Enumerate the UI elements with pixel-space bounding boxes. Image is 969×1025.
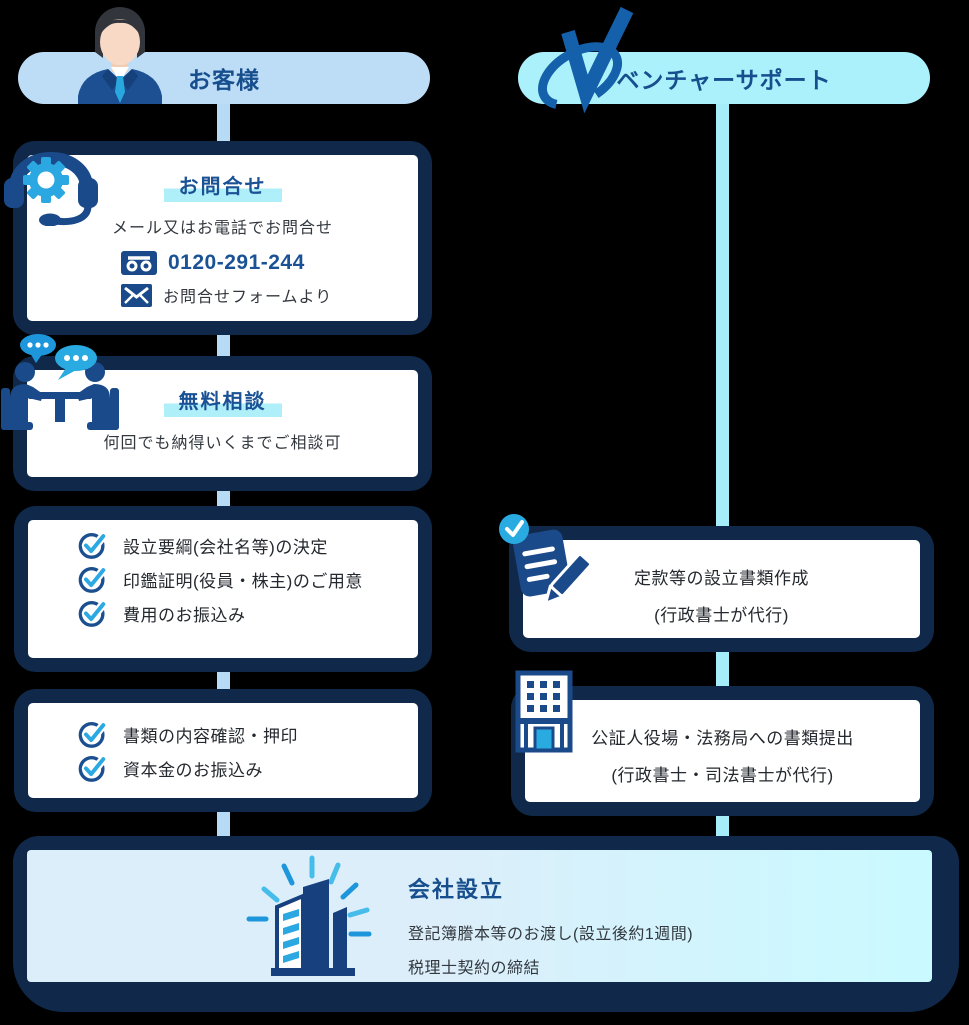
document-creation-panel: 定款等の設立書類作成 (行政書士が代行) xyxy=(509,526,934,652)
checklist-item: 設立要綱(会社名等)の決定 xyxy=(78,528,418,562)
businessman-avatar-icon xyxy=(72,0,168,104)
footer-text-block: 会社設立 登記簿謄本等のお渡し(設立後約1週間) 税理士契約の締結 xyxy=(408,872,693,978)
submission-panel: 公証人役場・法務局への書類提出 (行政書士・司法書士が代行) xyxy=(511,686,934,816)
phone-contact-row[interactable]: 0120-291-244 xyxy=(121,251,418,275)
document-pencil-icon xyxy=(497,510,592,625)
document-creation-line2: (行政書士が代行) xyxy=(654,606,789,625)
checklist-label: 印鑑証明(役員・株主)のご用意 xyxy=(123,571,363,591)
government-building-icon xyxy=(514,669,574,753)
inquiry-description: メール又はお電話でお問合せ xyxy=(111,220,333,237)
confirmation-card: 書類の内容確認・押印 資本金のお振込み xyxy=(28,703,418,798)
customer-header-label: お客様 xyxy=(188,67,260,93)
document-creation-card: 定款等の設立書類作成 (行政書士が代行) xyxy=(523,540,920,638)
venture-support-logo xyxy=(536,6,644,118)
checklist-label: 設立要綱(会社名等)の決定 xyxy=(123,537,328,557)
footer-line: 税理士契約の締結 xyxy=(408,960,541,977)
submission-line1: 公証人役場・法務局への書類提出 xyxy=(591,729,854,748)
phone-number[interactable]: 0120-291-244 xyxy=(168,251,305,274)
support-header-label: ベンチャーサポート xyxy=(616,67,832,93)
inquiry-title: お問合せ xyxy=(163,170,282,202)
check-circle-icon xyxy=(78,719,108,749)
meeting-people-icon xyxy=(0,332,120,434)
submission-line2: (行政書士・司法書士が代行) xyxy=(611,766,834,785)
envelope-icon xyxy=(121,283,152,307)
checklist-item: 費用のお振込み xyxy=(78,596,418,630)
check-circle-icon xyxy=(78,564,108,594)
preparation-panel: 設立要綱(会社名等)の決定 印鑑証明(役員・株主)のご用意 xyxy=(14,506,432,672)
form-note[interactable]: お問合せフォームより xyxy=(163,289,333,306)
checklist-label: 費用のお振込み xyxy=(123,605,246,625)
confirmation-panel: 書類の内容確認・押印 資本金のお振込み xyxy=(14,689,432,812)
checklist-item: 資本金のお振込み xyxy=(78,751,418,785)
checklist-item: 書類の内容確認・押印 xyxy=(78,717,418,751)
footer-title: 会社設立 xyxy=(408,877,505,902)
footer-bar xyxy=(27,850,932,982)
footer-line: 登記簿謄本等のお渡し(設立後約1週間) xyxy=(408,926,694,943)
freedial-icon xyxy=(121,251,157,275)
check-circle-icon xyxy=(78,753,108,783)
checklist-item: 印鑑証明(役員・株主)のご用意 xyxy=(78,562,418,596)
preparation-card: 設立要綱(会社名等)の決定 印鑑証明(役員・株主)のご用意 xyxy=(28,520,418,658)
submission-card: 公証人役場・法務局への書類提出 (行政書士・司法書士が代行) xyxy=(525,700,920,802)
consultation-panel: 無料相談 何回でも納得いくまでご相談可 xyxy=(13,356,432,491)
consultation-title: 無料相談 xyxy=(163,385,282,417)
support-flow-line xyxy=(716,95,729,840)
headset-gear-icon xyxy=(0,128,102,226)
form-contact-row[interactable]: お問合せフォームより xyxy=(121,283,418,307)
checklist-label: 書類の内容確認・押印 xyxy=(123,726,298,746)
company-building-rays-icon xyxy=(243,853,383,977)
consultation-description: 何回でも納得いくまでご相談可 xyxy=(103,435,342,452)
document-creation-line1: 定款等の設立書類作成 xyxy=(634,569,809,588)
checklist-label: 資本金のお振込み xyxy=(123,760,263,780)
check-circle-icon xyxy=(78,530,108,560)
check-circle-icon xyxy=(78,598,108,628)
